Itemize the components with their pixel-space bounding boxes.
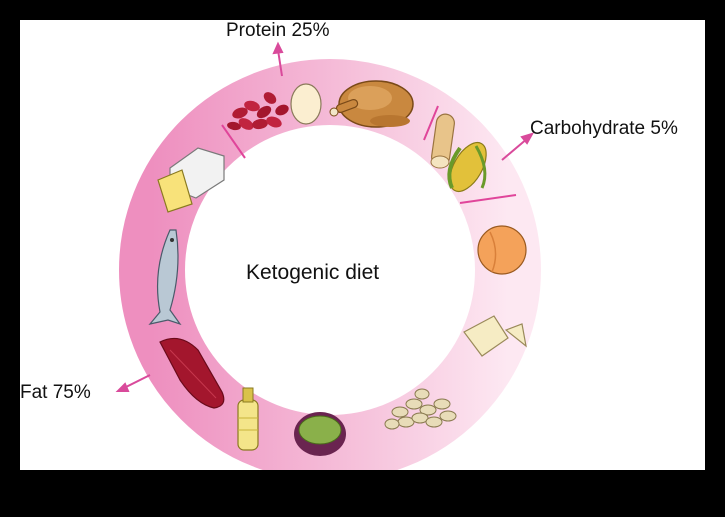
roast-chicken-icon [329, 80, 414, 128]
divider-protein-carb [423, 105, 439, 141]
center-title: Ketogenic diet [246, 261, 380, 284]
protein-label: Protein 25% [226, 20, 330, 41]
nuts-icon [384, 388, 457, 430]
peach-icon [477, 225, 527, 275]
divider-carb-fat [459, 194, 517, 204]
corn-icon [447, 141, 487, 193]
kidney-beans-icon [227, 92, 289, 131]
oil-bottle-icon [237, 387, 259, 451]
fat-label: Fat 75% [20, 382, 91, 403]
diagram-canvas: Ketogenic diet Protein 25% Carbohydrate … [20, 20, 705, 470]
bowl-icon [294, 412, 346, 456]
egg-icon [290, 83, 322, 125]
fat-arrow [115, 374, 151, 392]
bread-icon [430, 113, 455, 169]
butter-icon [157, 147, 225, 213]
keto-ring-diagram [115, 41, 541, 470]
carbohydrate-label: Carbohydrate 5% [530, 118, 678, 139]
carbohydrate-arrow [501, 132, 535, 161]
cheese-icon [463, 315, 527, 357]
protein-arrow [272, 41, 284, 77]
divider-protein-fat [221, 124, 246, 159]
fish-icon [148, 229, 182, 326]
meat-icon [159, 337, 225, 409]
